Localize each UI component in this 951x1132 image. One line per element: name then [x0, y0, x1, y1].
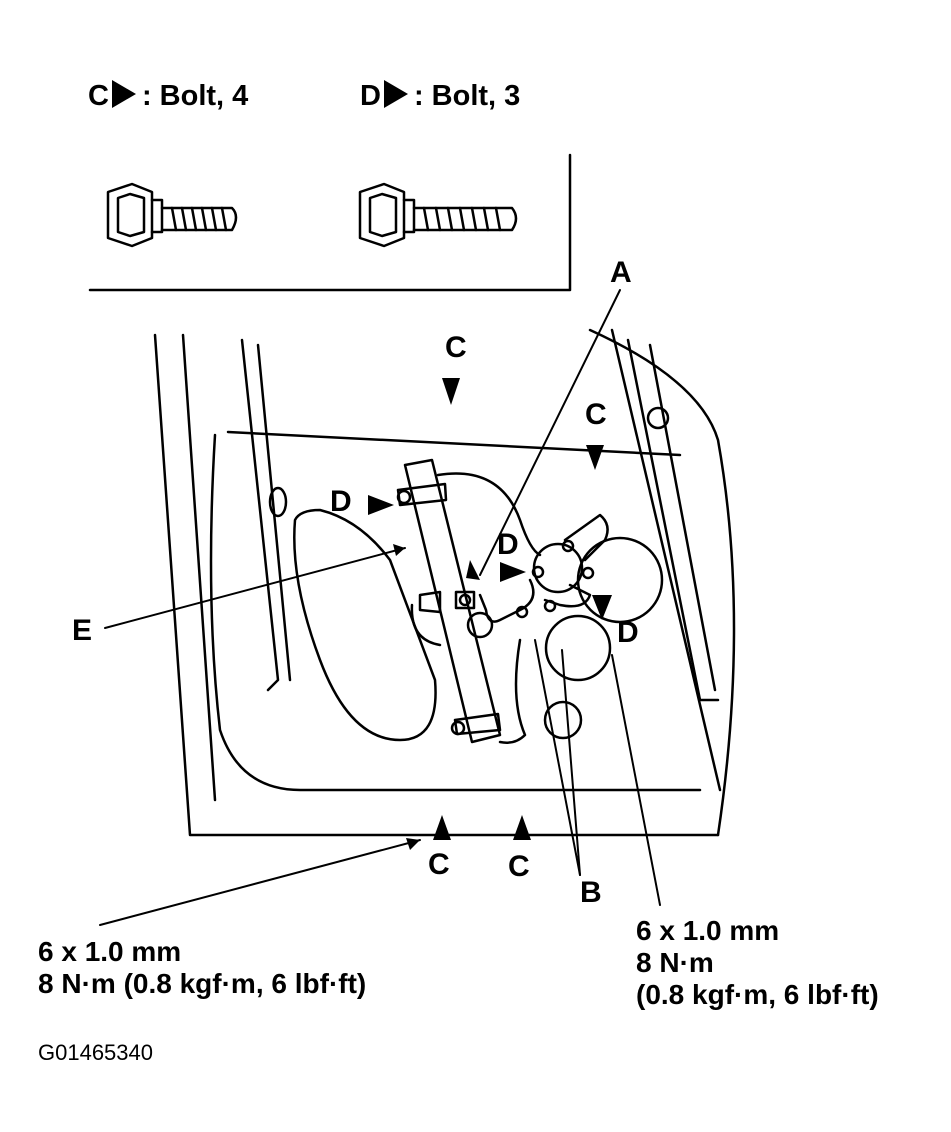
legend-d-text: : Bolt, 3	[413, 80, 521, 112]
callout-d-left: D	[330, 485, 352, 518]
callout-d-right: D	[617, 616, 639, 649]
pointer-a-icon	[466, 560, 480, 580]
regulator-motor	[436, 472, 609, 744]
legend-bolt-c: C : Bolt, 4	[88, 80, 248, 111]
spec-left-torque: 8 N·m (0.8 kgf·m, 6 lbf·ft)	[38, 968, 367, 999]
spec-right-size: 6 x 1.0 mm	[636, 915, 780, 946]
pointer-d-icon	[368, 495, 394, 515]
callout-b: B	[580, 876, 602, 909]
door-hole	[268, 486, 288, 518]
door-hole	[543, 700, 583, 740]
callout-c-top: C	[445, 331, 467, 364]
door-hole	[466, 611, 494, 639]
callout-a: A	[610, 256, 632, 289]
door-hole	[576, 536, 664, 624]
legend-box-border	[88, 153, 572, 292]
triangle-pointer-icon	[111, 80, 136, 108]
callout-c-bottom-left: C	[428, 848, 450, 881]
pointer-c-icon	[433, 815, 451, 840]
legend-d-letter: D	[360, 80, 381, 112]
pointer-d-icon	[592, 595, 612, 620]
spec-left-size: 6 x 1.0 mm	[38, 936, 182, 967]
legend-c-letter: C	[88, 80, 109, 112]
door-hole	[544, 614, 612, 682]
pointer-spec-icon	[406, 838, 420, 850]
spec-right-torque: 8 N·m	[636, 947, 714, 978]
door-opening-large	[293, 508, 437, 742]
pointer-c-icon	[442, 378, 460, 405]
regulator-rail	[396, 458, 502, 744]
pointer-d-icon	[500, 562, 526, 582]
door-panel	[153, 328, 736, 837]
callout-d-center: D	[497, 528, 519, 561]
callout-c-bottom-right: C	[508, 850, 530, 883]
triangle-pointer-icon	[383, 80, 408, 108]
pointer-c-icon	[513, 815, 531, 840]
torque-spec-left: 6 x 1.0 mm 8 N·m (0.8 kgf·m, 6 lbf·ft)	[38, 936, 366, 1000]
pointer-e-icon	[393, 544, 405, 556]
door-hole	[646, 406, 670, 430]
callout-e: E	[72, 614, 93, 647]
spec-right-torque-alt: (0.8 kgf·m, 6 lbf·ft)	[636, 979, 879, 1010]
callout-c-right: C	[585, 398, 607, 431]
legend-c-text: : Bolt, 4	[141, 80, 249, 112]
figure-code: G01465340	[38, 1040, 153, 1065]
pointer-c-icon	[586, 445, 604, 470]
torque-spec-right: 6 x 1.0 mm 8 N·m (0.8 kgf·m, 6 lbf·ft)	[636, 915, 879, 1011]
bolt-d-icon	[358, 182, 518, 248]
legend-bolt-d: D : Bolt, 3	[360, 80, 520, 111]
bolt-c-icon	[106, 182, 238, 248]
leader-lines	[99, 289, 661, 926]
